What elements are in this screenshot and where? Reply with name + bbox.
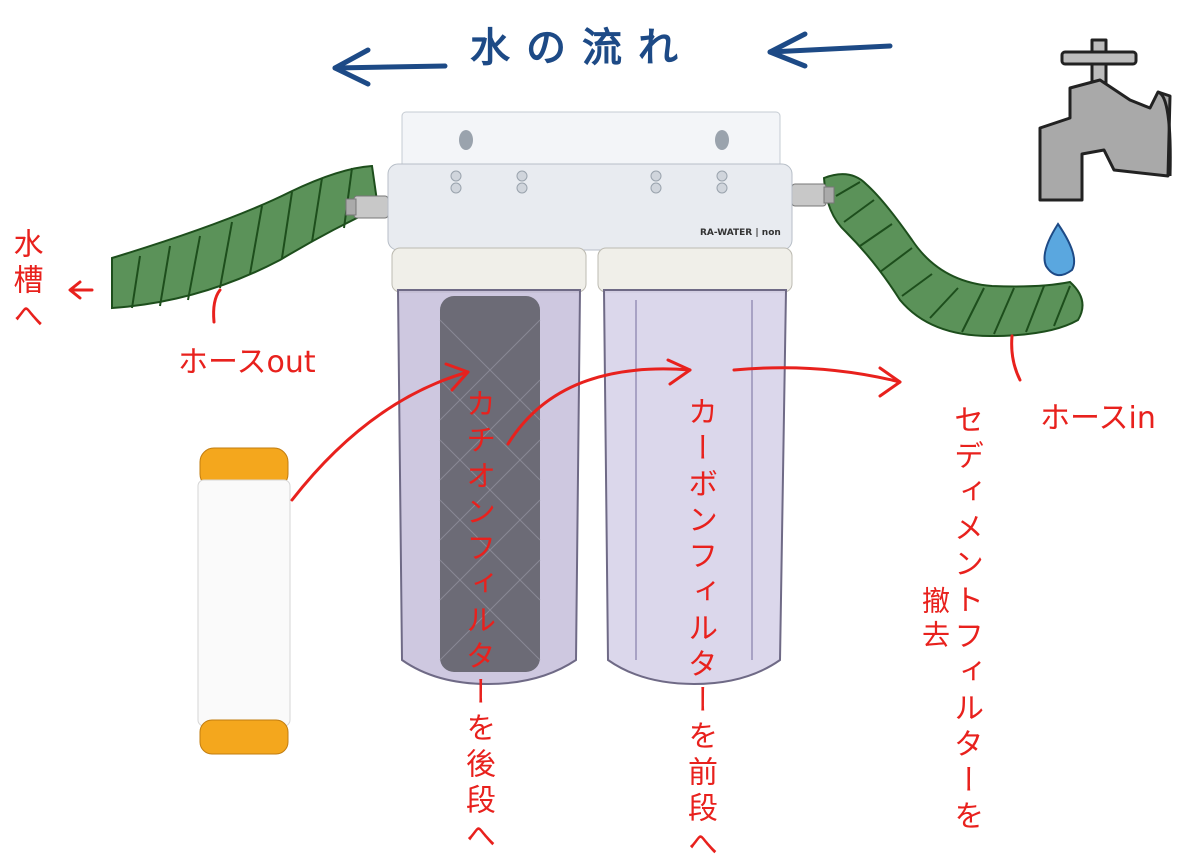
hose-out (111, 164, 380, 310)
hose-in (822, 173, 1084, 338)
remove-label: 撤去 (918, 586, 951, 654)
hose-in-label: ホースin (1040, 401, 1156, 436)
water-drop-icon (1043, 222, 1076, 277)
filter-housing-right (597, 247, 793, 686)
filter-housing-head (387, 111, 793, 251)
sediment-filter-label: セディメントフィルターを (948, 404, 983, 836)
flow-arrow-right (767, 31, 893, 69)
carbon-rear-label: カチオンフィルターを後段へ (460, 388, 495, 856)
annotation-arrows (68, 280, 1022, 502)
outlet-fitting (345, 195, 389, 219)
flow-arrow-left (332, 47, 448, 87)
water-flow-label: 水の流れ (470, 25, 694, 71)
to-tank-label: 水槽へ (7, 228, 43, 336)
carbon-front-label: カーボンフィルターを前段へ (682, 396, 717, 864)
sediment-cartridge (197, 447, 291, 755)
faucet-icon (1038, 38, 1172, 202)
housing-brand-label: RA-WATER | non (700, 228, 781, 238)
hose-out-label: ホースout (178, 345, 316, 380)
inlet-fitting (791, 183, 835, 207)
filter-housing-left (391, 247, 587, 686)
